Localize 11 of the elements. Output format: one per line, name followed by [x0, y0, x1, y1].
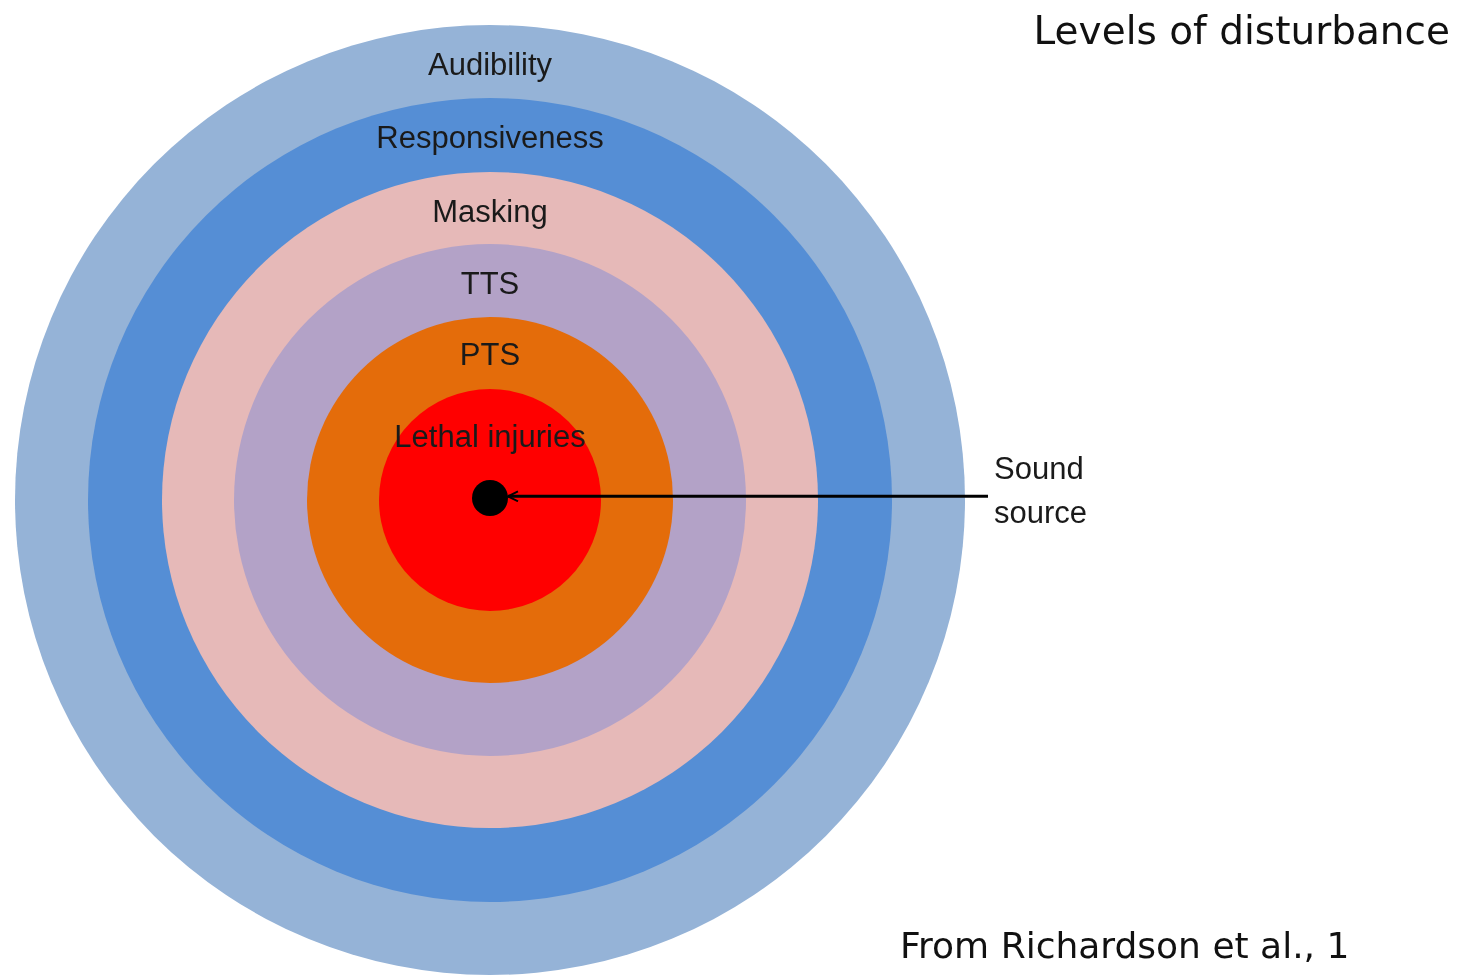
zone-label: TTS	[459, 266, 521, 302]
diagram-title: Levels of disturbance	[1033, 8, 1450, 53]
source-caption: From Richardson et al., 1	[900, 925, 1350, 966]
zone-label: Responsiveness	[375, 120, 605, 156]
zone-label: Lethal injuries	[393, 419, 587, 455]
callout-text: Sound source	[994, 447, 1134, 535]
zone-label: Masking	[431, 194, 549, 230]
zone-label: Audibility	[426, 47, 554, 83]
sound-source-dot	[472, 480, 508, 516]
arrow	[507, 490, 988, 503]
zone-label: PTS	[458, 337, 522, 373]
